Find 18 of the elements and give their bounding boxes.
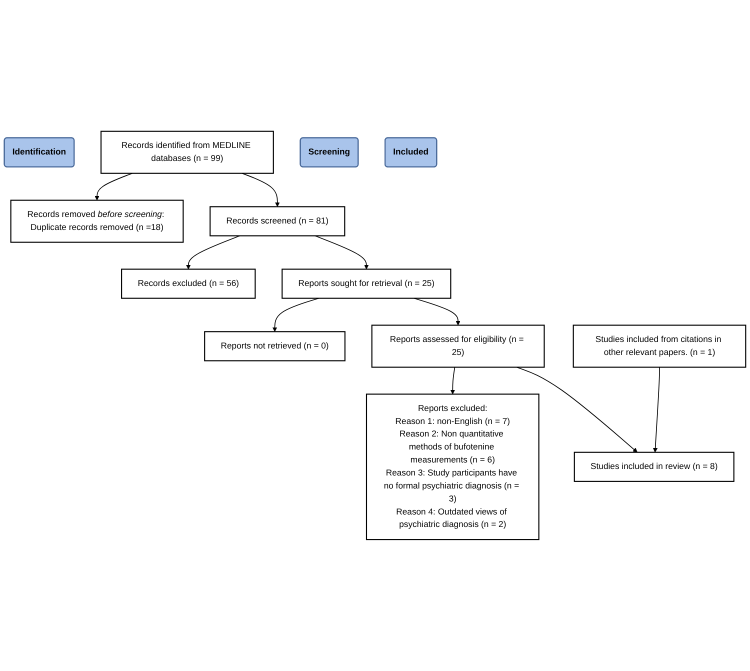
arrow: [516, 366, 638, 453]
node-box: Records screened (n = 81): [210, 206, 346, 236]
node-box: Records excluded (n = 56): [121, 268, 256, 299]
node-box: Reports sought for retrieval (n = 25): [282, 268, 452, 299]
node-box: Studies included from citations in other relevant papers. (n = 1): [572, 324, 746, 368]
arrow: [652, 366, 660, 453]
arrow: [242, 172, 280, 207]
node-box: Reports excluded: Reason 1: non-English (n = 7) Reason 2: Non quantitative methods of bufotenine measurements (n = 6) Reason 3: Study participants have no formal psychiatric diagnosis (n = 3) Reason 4: Outdated views of psychiatric diagnosis (n = 2): [366, 394, 540, 540]
node-box: Records identified from MEDLINE databases (n = 99): [100, 130, 274, 174]
arrow: [314, 235, 369, 270]
node-box: Records removed before screening: Duplicate records removed (n =18): [10, 200, 184, 243]
node-box: Reports not retrieved (n = 0): [204, 331, 346, 362]
node-box: Reports assessed for eligibility (n = 25): [371, 324, 545, 368]
arrow: [94, 172, 133, 201]
node-box: Studies included in review (n = 8): [574, 452, 734, 482]
arrow: [414, 298, 460, 326]
arrow: [186, 235, 240, 270]
arrow: [450, 366, 456, 394]
